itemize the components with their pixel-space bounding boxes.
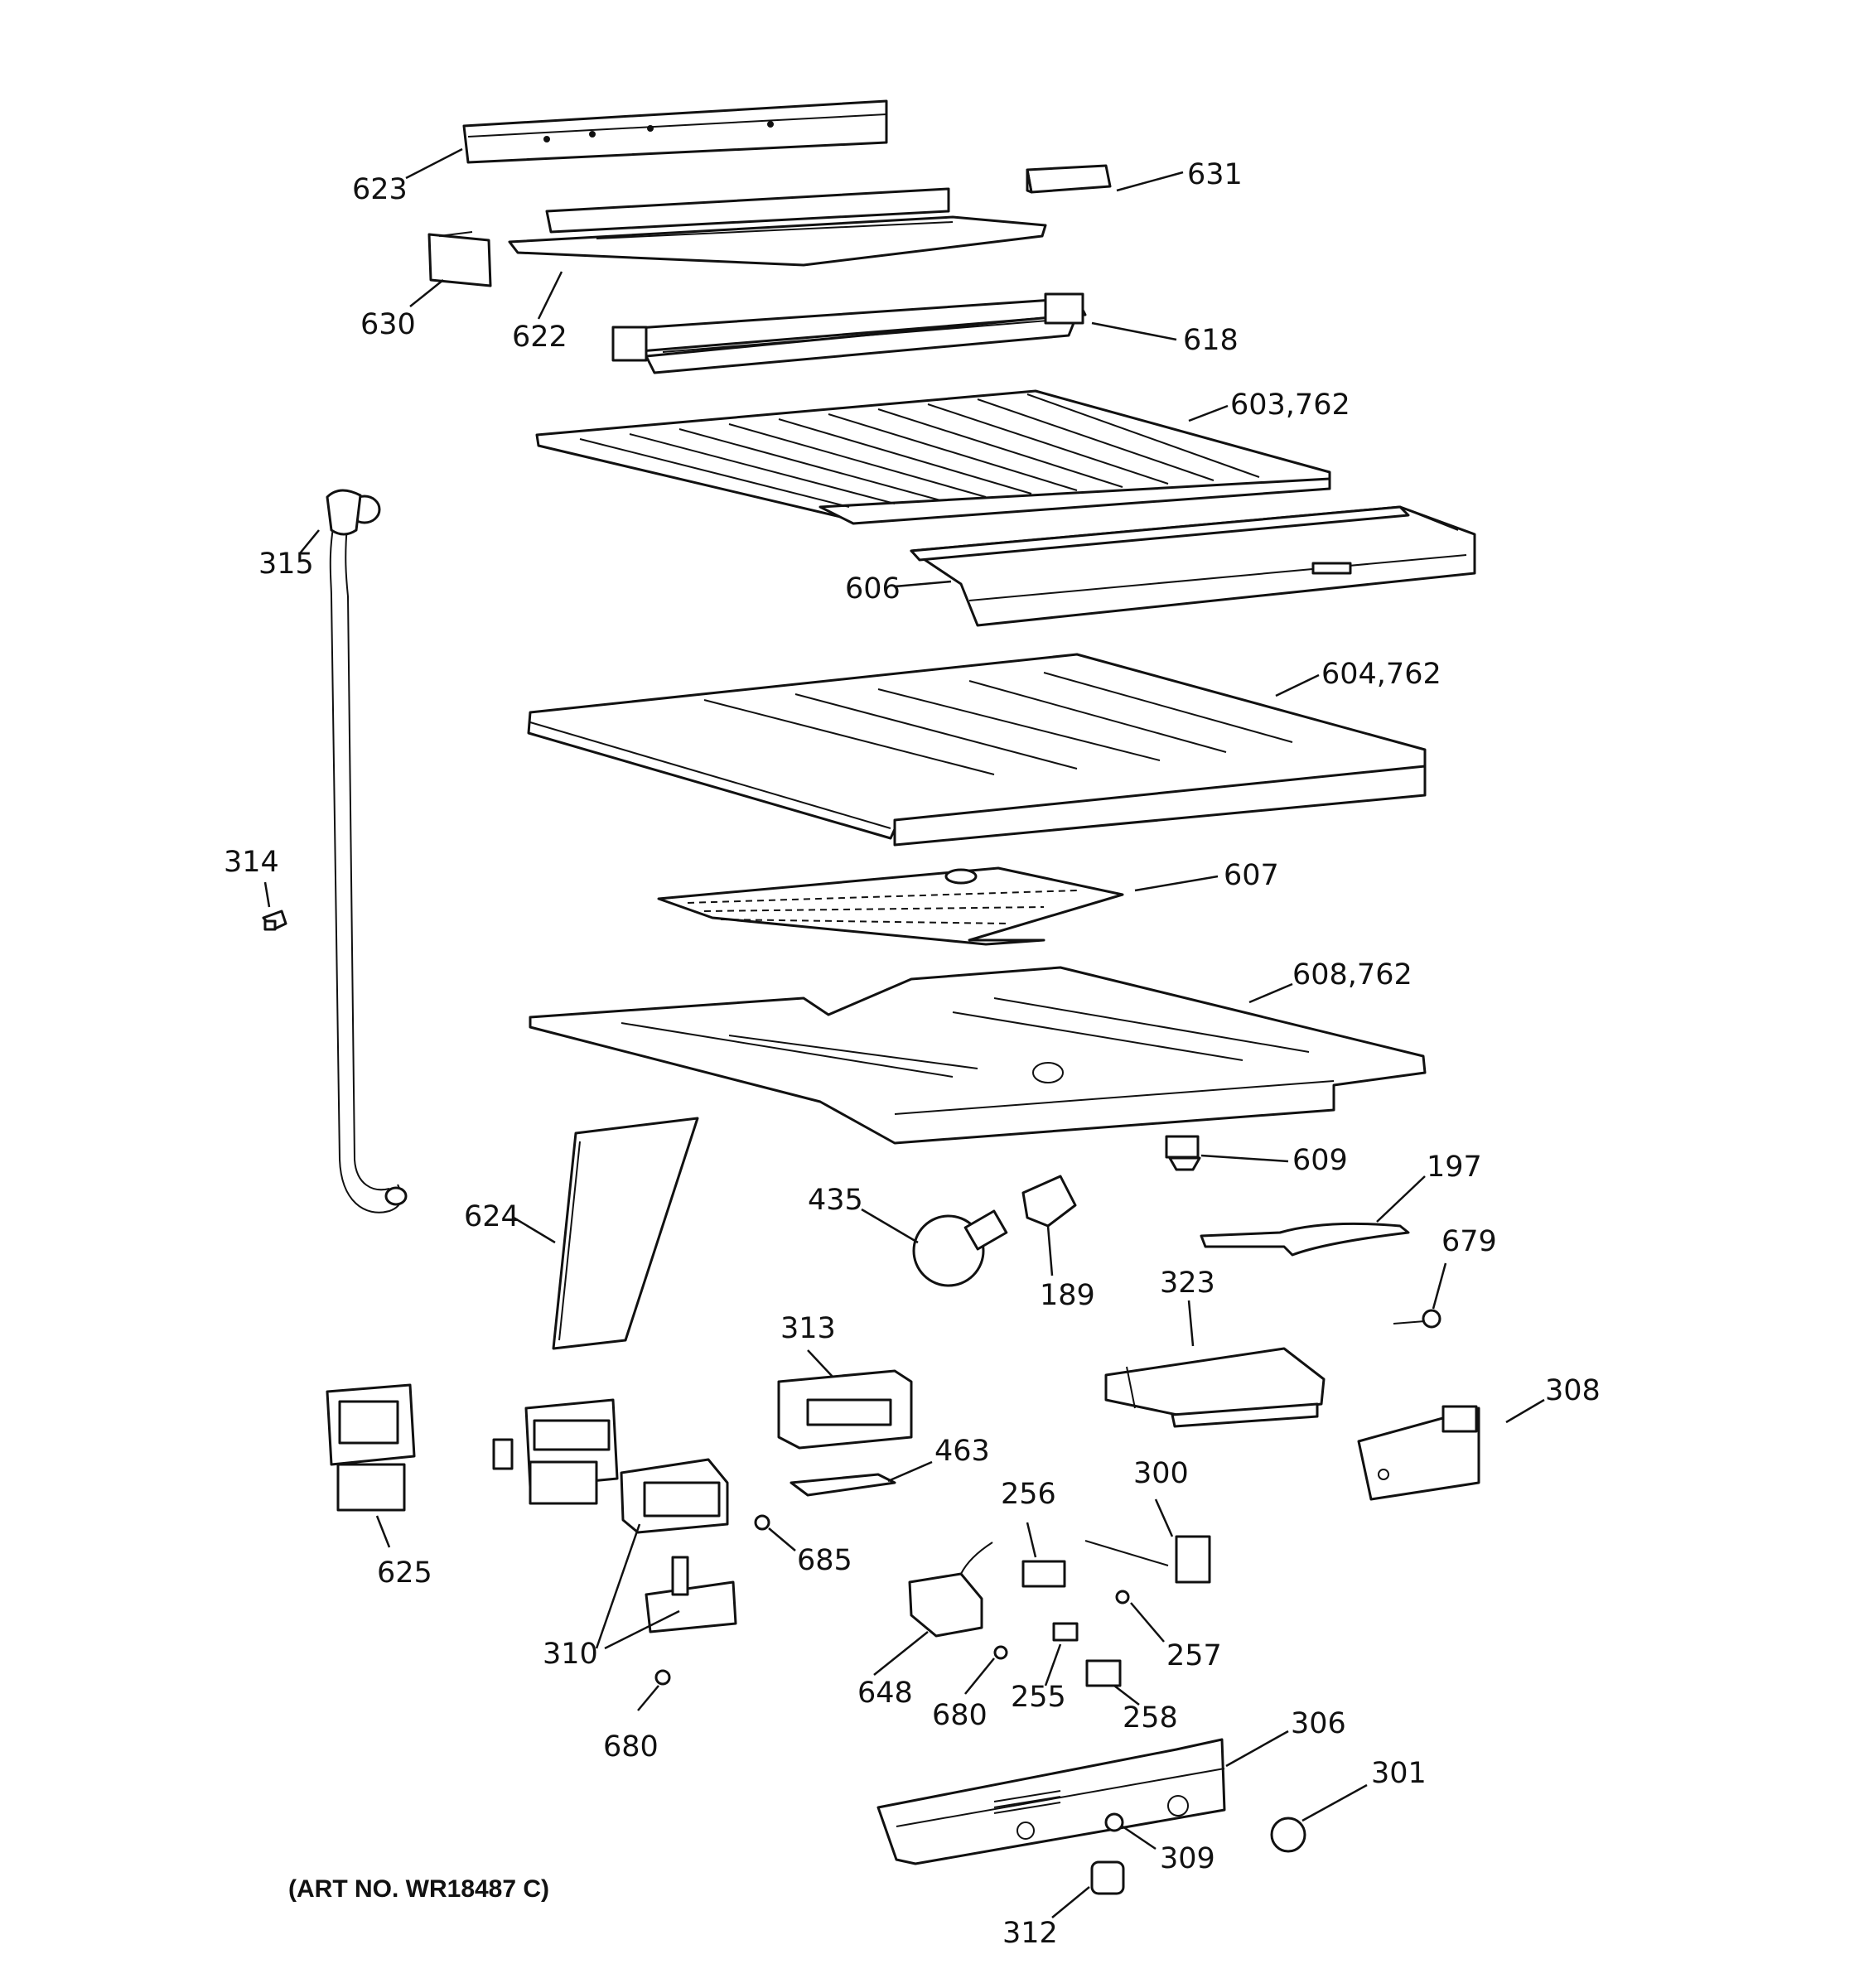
part-300-shape: [1084, 1535, 1211, 1584]
part-189-shape: [1021, 1175, 1077, 1228]
part-625-shape: [326, 1383, 416, 1512]
part-309-shape: [1104, 1812, 1124, 1832]
part-607-shape: [657, 866, 1124, 946]
part-623-shape: [462, 99, 888, 164]
part-603-shape: [535, 389, 1331, 525]
part-630-shape: [427, 231, 492, 287]
label-631: 631: [1187, 158, 1243, 191]
label-685: 685: [797, 1544, 852, 1577]
part-315-shape: [326, 489, 408, 1214]
art-number: (ART NO. WR18487 C): [288, 1875, 549, 1903]
label-256: 256: [1001, 1478, 1056, 1511]
part-622-shape: [508, 187, 1047, 267]
part-606-shape: [910, 505, 1476, 627]
part-312-shape: [1090, 1860, 1125, 1895]
part-306-shape: [876, 1738, 1226, 1865]
part-301-shape: [1270, 1817, 1306, 1853]
part-463-shape: [790, 1473, 896, 1497]
part-604-shape: [527, 653, 1427, 847]
label-257: 257: [1166, 1639, 1222, 1672]
part-308-shape: [1357, 1405, 1480, 1501]
label-300: 300: [1133, 1457, 1189, 1490]
label-603: 603,762: [1230, 388, 1350, 422]
label-608: 608,762: [1292, 958, 1412, 992]
part-310-shape: [620, 1458, 737, 1633]
part-680b-shape: [654, 1669, 671, 1686]
label-679: 679: [1441, 1225, 1497, 1258]
part-197-shape: [1200, 1222, 1410, 1257]
label-648: 648: [857, 1677, 913, 1710]
label-313: 313: [780, 1312, 836, 1345]
part-685-shape: [754, 1514, 770, 1531]
part-609-shape: [1165, 1135, 1201, 1171]
part-323-shape: [1104, 1347, 1326, 1428]
label-301: 301: [1371, 1757, 1427, 1790]
label-314: 314: [224, 846, 279, 879]
label-308: 308: [1545, 1374, 1601, 1407]
part-255-shape: [1052, 1622, 1079, 1642]
label-618: 618: [1183, 324, 1239, 357]
part-314-shape: [262, 910, 287, 931]
label-312: 312: [1002, 1917, 1058, 1950]
label-624: 624: [464, 1200, 519, 1233]
label-630: 630: [360, 308, 416, 341]
label-463: 463: [934, 1435, 990, 1468]
part-256-shape: [1021, 1560, 1066, 1588]
part-258-shape: [1085, 1659, 1122, 1687]
label-606: 606: [845, 572, 901, 606]
label-310: 310: [543, 1638, 598, 1671]
part-648-shape: [908, 1542, 993, 1638]
label-623: 623: [352, 173, 408, 206]
label-680a: 680: [932, 1699, 988, 1732]
label-197: 197: [1427, 1151, 1482, 1184]
part-257-shape: [1115, 1590, 1130, 1604]
part-608-shape: [529, 966, 1427, 1145]
label-315: 315: [258, 548, 314, 581]
part-680a-shape: [993, 1645, 1008, 1660]
label-604: 604,762: [1321, 658, 1441, 691]
label-625: 625: [377, 1556, 432, 1590]
part-618-shape: [611, 292, 1087, 374]
part-435-shape: [912, 1209, 1008, 1287]
label-258: 258: [1123, 1701, 1178, 1735]
label-189: 189: [1040, 1279, 1095, 1312]
part-631-shape: [1026, 164, 1112, 194]
label-255: 255: [1011, 1681, 1066, 1714]
part-679-shape: [1393, 1309, 1441, 1329]
label-622: 622: [512, 321, 567, 354]
label-435: 435: [808, 1184, 863, 1217]
label-306: 306: [1291, 1707, 1346, 1740]
part-313-shape: [777, 1369, 913, 1450]
part-624-shape: [492, 1117, 699, 1505]
label-607: 607: [1224, 859, 1279, 892]
label-609: 609: [1292, 1144, 1348, 1177]
label-309: 309: [1160, 1842, 1215, 1875]
label-680b: 680: [603, 1730, 659, 1764]
label-323: 323: [1160, 1267, 1215, 1300]
